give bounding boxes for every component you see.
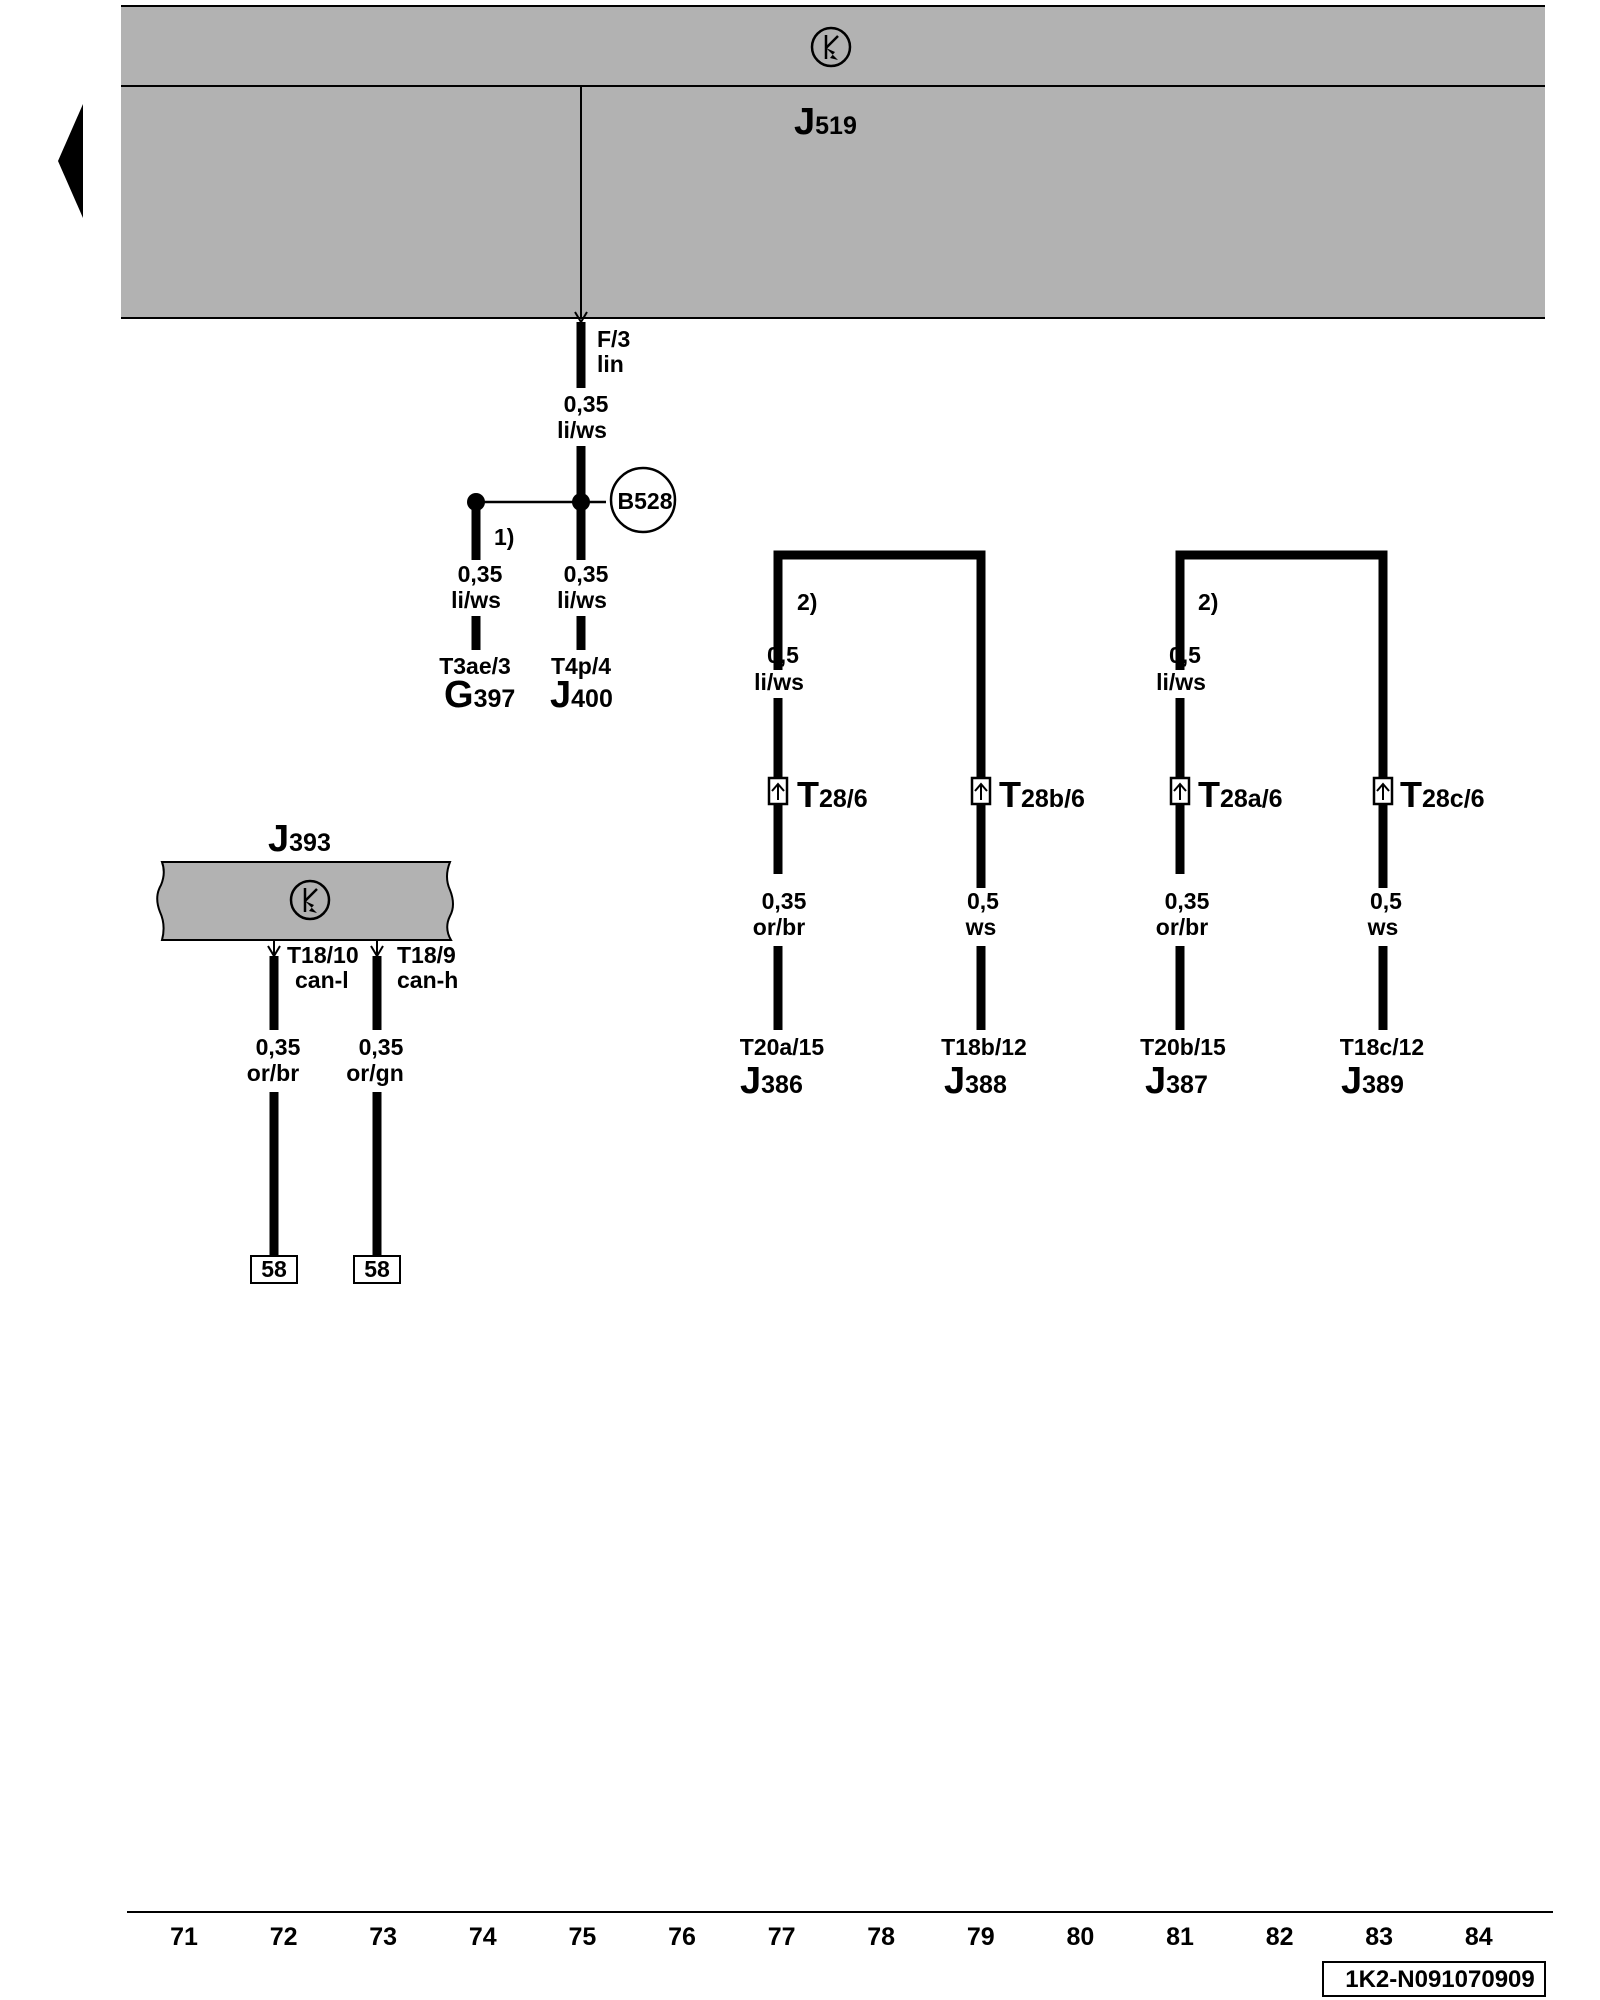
track-number: 83 bbox=[1365, 1923, 1393, 1951]
j386-connector: T20a/15 bbox=[740, 1034, 825, 1060]
j388-connector: T18b/12 bbox=[941, 1034, 1027, 1060]
j387-wire-size: 0,35 bbox=[1165, 888, 1210, 914]
g397-wire-color: li/ws bbox=[451, 587, 501, 613]
loop-1-note: 2) bbox=[797, 589, 817, 615]
connector-t28-6-icon bbox=[767, 776, 789, 806]
main-wire-color: li/ws bbox=[557, 417, 607, 443]
svg-text:1K2-N091070909: 1K2-N091070909 bbox=[1345, 1966, 1534, 1993]
reference-box-58-right[interactable]: 58 bbox=[353, 1255, 401, 1284]
j393-pin-1-signal: can-l bbox=[295, 967, 349, 993]
component-j389: J389 bbox=[1341, 1060, 1404, 1102]
j388-wire-size: 0,5 bbox=[967, 888, 999, 914]
component-j387: J387 bbox=[1145, 1060, 1208, 1102]
connector-t28a-6-icon bbox=[1169, 776, 1191, 806]
track-number: 74 bbox=[469, 1923, 497, 1951]
wire-loop-1: 2) 0,5 li/ws T28/6 0,35 or/br T20a/15 J3… bbox=[740, 550, 1085, 1102]
can-l-wire-size: 0,35 bbox=[256, 1034, 301, 1060]
track-number: 78 bbox=[867, 1923, 895, 1951]
track-number: 81 bbox=[1166, 1923, 1194, 1951]
loop-2-note: 2) bbox=[1198, 589, 1218, 615]
track-number: 71 bbox=[170, 1923, 198, 1951]
j389-wire-color: ws bbox=[1367, 914, 1399, 940]
j519-label: J519 bbox=[794, 101, 857, 143]
can-bus-k-icon bbox=[289, 879, 331, 921]
j519-pin-label: F/3 bbox=[597, 326, 630, 352]
wire-loop-2: 2) 0,5 li/ws T28a/6 0,35 or/br T20b/15 J… bbox=[1140, 550, 1485, 1102]
track-number: 80 bbox=[1066, 1923, 1094, 1951]
can-l-wire-color: or/br bbox=[247, 1060, 299, 1086]
can-h-wire-size: 0,35 bbox=[359, 1034, 404, 1060]
j387-connector: T20b/15 bbox=[1140, 1034, 1226, 1060]
component-g397: G397 bbox=[444, 674, 515, 716]
document-id-box: 1K2-N091070909 bbox=[1322, 1961, 1546, 1997]
connector-t28c-6-label: T28c/6 bbox=[1400, 774, 1485, 815]
j400-wire-size: 0,35 bbox=[564, 561, 609, 587]
splice-node-right bbox=[572, 493, 590, 511]
j400-connector: T4p/4 bbox=[551, 653, 611, 679]
j389-connector: T18c/12 bbox=[1340, 1034, 1424, 1060]
connector-t28b-6-label: T28b/6 bbox=[999, 774, 1085, 815]
svg-text:B528: B528 bbox=[618, 488, 673, 514]
j393-pin-2-signal: can-h bbox=[397, 967, 458, 993]
connector-t28-6-label: T28/6 bbox=[797, 774, 868, 815]
track-numbers: 71 72 73 74 75 76 77 78 79 80 81 82 83 84 bbox=[170, 1923, 1493, 1951]
track-number: 75 bbox=[568, 1923, 596, 1951]
j393-pin-1: T18/10 bbox=[287, 942, 359, 968]
j400-wire-color: li/ws bbox=[557, 587, 607, 613]
j386-wire-size: 0,35 bbox=[762, 888, 807, 914]
g397-connector: T3ae/3 bbox=[439, 653, 511, 679]
left-triangle-arrow-icon[interactable] bbox=[58, 104, 83, 218]
j387-wire-color: or/br bbox=[1156, 914, 1208, 940]
component-j388: J388 bbox=[944, 1060, 1007, 1102]
connector-t28a-6-label: T28a/6 bbox=[1198, 774, 1283, 815]
module-j519: J519 bbox=[121, 5, 1545, 319]
g397-wire-size: 0,35 bbox=[458, 561, 503, 587]
loop-1-top-size: 0,5 bbox=[767, 642, 799, 668]
svg-text:58: 58 bbox=[261, 1256, 287, 1282]
module-j393: J393 bbox=[156, 818, 454, 941]
loop-2-top-color: li/ws bbox=[1156, 669, 1206, 695]
track-number: 76 bbox=[668, 1923, 696, 1951]
j389-wire-size: 0,5 bbox=[1370, 888, 1402, 914]
loop-1-top-color: li/ws bbox=[754, 669, 804, 695]
svg-text:58: 58 bbox=[364, 1256, 390, 1282]
can-bus-k-icon bbox=[810, 26, 852, 68]
track-number: 84 bbox=[1465, 1923, 1493, 1951]
note-1: 1) bbox=[494, 524, 514, 550]
track-number: 79 bbox=[967, 1923, 995, 1951]
track-number: 73 bbox=[369, 1923, 397, 1951]
j519-pin-signal: lin bbox=[597, 351, 624, 377]
component-j400: J400 bbox=[550, 674, 613, 716]
track-number: 72 bbox=[270, 1923, 298, 1951]
j386-wire-color: or/br bbox=[753, 914, 805, 940]
j393-pin-2: T18/9 bbox=[397, 942, 456, 968]
component-j386: J386 bbox=[740, 1060, 803, 1102]
main-wire-size: 0,35 bbox=[564, 391, 609, 417]
svg-text:J393: J393 bbox=[268, 818, 331, 860]
can-h-wire-color: or/gn bbox=[346, 1060, 404, 1086]
track-number: 82 bbox=[1266, 1923, 1294, 1951]
splice-b528: B528 bbox=[609, 466, 677, 534]
track-number: 77 bbox=[768, 1923, 796, 1951]
loop-2-top-size: 0,5 bbox=[1169, 642, 1201, 668]
j388-wire-color: ws bbox=[965, 914, 997, 940]
reference-box-58-left[interactable]: 58 bbox=[250, 1255, 298, 1284]
